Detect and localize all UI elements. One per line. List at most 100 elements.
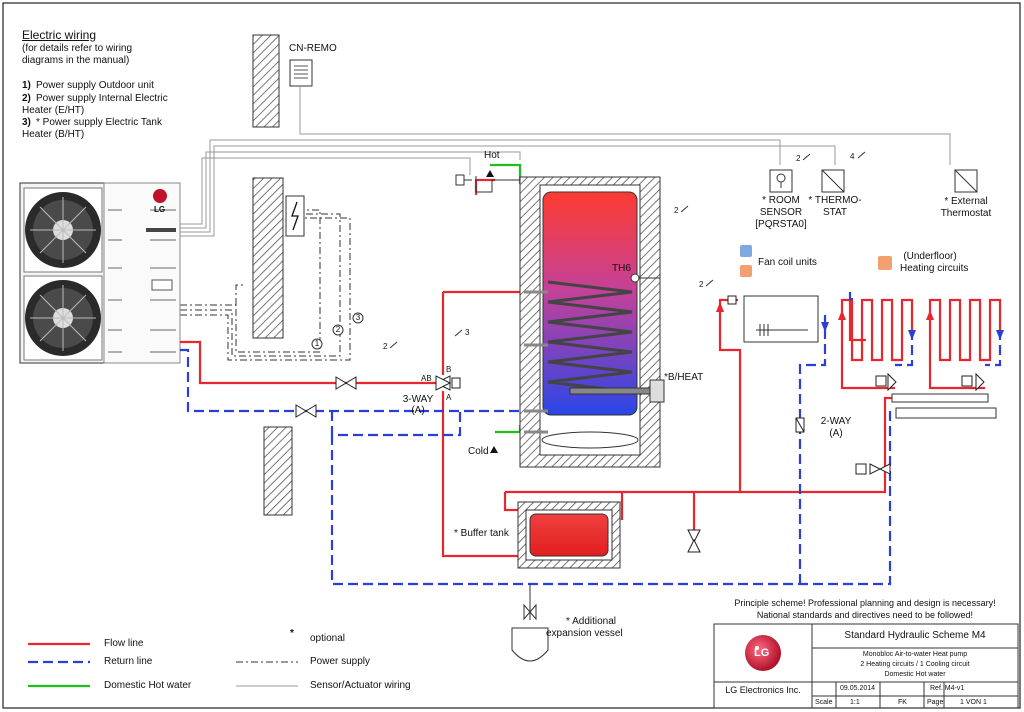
lg-title-logo-icon — [745, 635, 781, 671]
legend-optional-mark: * — [290, 628, 294, 639]
room-sensor-label-2: SENSOR — [759, 207, 803, 218]
dhw-lines — [490, 163, 522, 434]
port-b-label: B — [446, 365, 452, 374]
buffer-tank-label: * Buffer tank — [454, 528, 509, 539]
fan-coil-label: Fan coil units — [758, 257, 817, 268]
title-desc-3: Domestic Hot water — [884, 671, 946, 678]
fan-coil-hot-icon — [740, 265, 752, 277]
wire-count-2b: 2 — [674, 206, 679, 215]
manifold — [891, 393, 997, 419]
wiring-item2-a: Power supply Internal Electric — [36, 93, 168, 104]
expansion-vessel — [511, 584, 549, 662]
wire-count-3: 3 — [465, 328, 470, 337]
wall-top — [252, 34, 280, 128]
wire-count-4: 4 — [850, 152, 855, 161]
three-way-valve — [434, 375, 461, 391]
legend-sensor-label: Sensor/Actuator wiring — [310, 680, 411, 691]
ext-thermostat-label-2: Thermostat — [940, 208, 992, 219]
hot-label: Hot — [484, 150, 500, 161]
flow-arrows — [716, 302, 934, 320]
lg-logo-icon — [153, 189, 167, 203]
thermostat-label-2: STAT — [822, 207, 848, 218]
expansion-label-1: * Additional — [565, 616, 617, 627]
wiring-item3-num: 3) — [22, 117, 31, 128]
room-sensor-label-3: [PQRSTA0] — [755, 219, 807, 230]
wall-middle — [252, 177, 284, 339]
wire-circles — [311, 312, 364, 350]
expansion-label-2: expansion vessel — [546, 628, 623, 639]
b-heat-label: *B/HEAT — [664, 372, 704, 383]
electric-wiring-title: Electric wiring — [22, 28, 97, 42]
legend-return-label: Return line — [104, 656, 153, 667]
circle-1-label: 1 — [314, 339, 320, 348]
room-sensor-label-1: * ROOM — [762, 195, 800, 206]
circle-2-label: 2 — [335, 325, 341, 334]
legend-dhw-label: Domestic Hot water — [104, 680, 192, 691]
port-a-label: A — [446, 393, 452, 402]
title-author: FK — [898, 699, 907, 706]
thermostat-label-1: * THERMO- — [808, 195, 862, 206]
title-company: LG Electronics Inc. — [725, 685, 801, 695]
legend-power-label: Power supply — [310, 656, 371, 667]
title-desc-1: Monobloc Air-to-water Heat pump — [862, 651, 968, 658]
room-sensor-icon — [769, 169, 793, 193]
fan-coil-unit — [743, 295, 819, 343]
title-scheme: Standard Hydraulic Scheme M4 — [844, 630, 986, 641]
wire-count-2c: 2 — [699, 280, 704, 289]
return-lines — [180, 292, 1002, 586]
cn-remo-label: CN-REMO — [289, 43, 337, 54]
two-way-label-2: (A) — [829, 428, 843, 439]
legend-optional-label: optional — [310, 633, 346, 644]
three-way-label-2: (A) — [411, 405, 425, 416]
fan-coil-cold-icon — [740, 245, 752, 257]
electric-heater-box — [285, 195, 305, 237]
wall-bottom — [263, 426, 293, 516]
wiring-item3-b: Heater (B/HT) — [22, 129, 85, 140]
wire-count-2d: 2 — [383, 342, 388, 351]
cold-label: Cold — [468, 446, 489, 457]
return-arrows — [821, 322, 1004, 340]
wiring-note-2: diagrams in the manual) — [22, 55, 130, 66]
dhw-tank — [519, 176, 665, 468]
underfloor-label-2: Heating circuits — [900, 263, 969, 274]
circle-3-label: 3 — [355, 313, 361, 322]
underfloor-label-1: (Underfloor) — [903, 251, 957, 262]
cold-arrow — [490, 446, 498, 453]
title-desc-2: 2 Heating circuits / 1 Cooling circuit — [860, 661, 970, 668]
cn-remo-device — [289, 59, 313, 87]
wire-count-2a: 2 — [796, 154, 801, 163]
outdoor-unit — [19, 182, 181, 364]
title-block — [713, 623, 1019, 709]
notice-line-1: Principle scheme! Professional planning … — [734, 598, 996, 608]
external-thermostat-icon — [954, 169, 978, 193]
title-logo-text: LG — [754, 647, 770, 659]
underfloor-icon — [878, 256, 892, 270]
title-scale-value: 1:1 — [850, 699, 860, 706]
flow-lines — [180, 178, 1002, 558]
unit-brand-label: LG — [154, 205, 166, 214]
title-page-value: 1 VON 1 — [960, 699, 987, 706]
th6-label: TH6 — [612, 263, 631, 274]
two-way-label-1: 2-WAY — [820, 416, 852, 427]
title-page-label: Page — [927, 699, 944, 706]
wiring-item3-a: * Power supply Electric Tank — [36, 117, 162, 128]
three-way-label-1: 3-WAY — [402, 394, 434, 405]
buffer-tank — [517, 501, 621, 569]
wiring-item1: Power supply Outdoor unit — [36, 80, 154, 91]
wiring-item1-num: 1) — [22, 80, 31, 91]
title-scale-label: Scale — [815, 699, 833, 706]
thermostat-icon — [821, 169, 845, 193]
notice-line-2: National standards and directives need t… — [756, 610, 974, 620]
sensor-wiring — [180, 86, 951, 237]
wiring-note-1: (for details refer to wiring — [22, 43, 133, 54]
wiring-item2-num: 2) — [22, 93, 31, 104]
wire-marks — [389, 151, 866, 349]
zone-valves — [727, 295, 985, 475]
title-ref: Ref. M4-v1 — [930, 685, 965, 692]
legend-flow-label: Flow line — [104, 638, 144, 649]
shutoff-valves — [295, 376, 701, 553]
port-ab-label: AB — [421, 374, 432, 383]
title-date: 09.05.2014 — [840, 685, 876, 692]
